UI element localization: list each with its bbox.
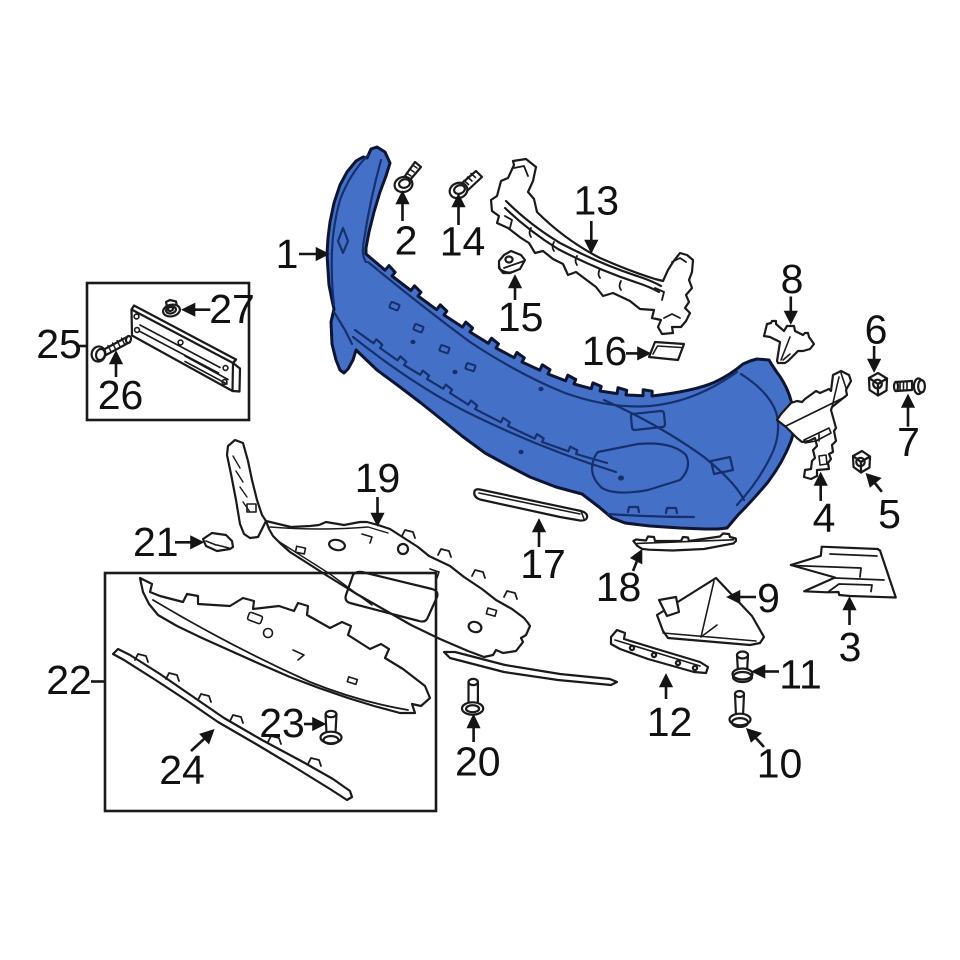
svg-text:26: 26: [98, 372, 144, 418]
svg-text:14: 14: [440, 219, 486, 265]
svg-text:10: 10: [757, 741, 803, 787]
svg-text:20: 20: [455, 738, 501, 784]
svg-text:23: 23: [259, 700, 305, 746]
svg-text:21: 21: [133, 519, 179, 565]
svg-text:16: 16: [582, 328, 628, 374]
svg-text:15: 15: [498, 294, 544, 340]
svg-text:17: 17: [520, 541, 566, 587]
svg-text:19: 19: [355, 455, 401, 501]
svg-text:11: 11: [779, 652, 822, 698]
svg-text:8: 8: [781, 256, 804, 302]
svg-text:25: 25: [36, 321, 82, 367]
svg-text:27: 27: [209, 286, 255, 332]
svg-text:4: 4: [813, 495, 836, 541]
svg-text:1: 1: [276, 231, 299, 277]
svg-text:7: 7: [897, 419, 920, 465]
svg-text:9: 9: [757, 575, 780, 621]
svg-text:18: 18: [596, 564, 642, 610]
svg-text:3: 3: [839, 624, 862, 670]
svg-text:24: 24: [159, 747, 205, 793]
svg-text:5: 5: [878, 491, 901, 537]
svg-text:2: 2: [395, 218, 418, 264]
svg-text:6: 6: [865, 306, 888, 352]
svg-text:22: 22: [46, 657, 92, 703]
svg-text:13: 13: [573, 178, 619, 224]
svg-text:12: 12: [647, 699, 693, 745]
